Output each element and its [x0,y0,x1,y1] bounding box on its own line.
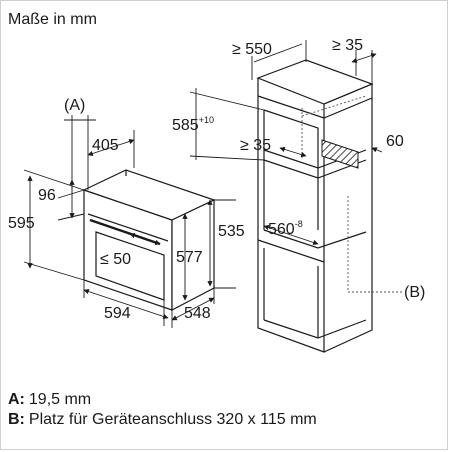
label-width-594: 594 [104,305,131,322]
label-depth-548: 548 [184,305,211,322]
cabinet-drawing [256,59,374,353]
legend-item-b: B:Platz für Geräteanschluss 320 x 115 mm [8,411,317,428]
page-title: Maße in mm [8,11,97,28]
label-vent-60: 60 [386,133,404,150]
label-connection-b: (B) [404,284,425,301]
label-niche-height-585: 585+10 [172,115,214,134]
label-depth-405: 405 [92,137,119,154]
label-height-535: 535 [218,223,245,240]
cabinet-dimension-lines [189,40,383,246]
connection-area [301,95,402,293]
legend-item-a: A:19,5 mm [8,391,91,408]
label-height-577: 577 [176,249,203,266]
oven-dimension-lines [23,115,236,328]
label-depth-550: ≥ 550 [232,41,272,58]
label-recess-a: (A) [64,97,85,114]
label-rear-gap-35: ≥ 35 [332,37,363,54]
label-vent-35: ≥ 35 [240,137,271,154]
vent-opening [321,139,359,169]
label-gap-96: 96 [38,187,56,204]
label-height-595: 595 [8,215,35,232]
label-handle-50: ≤ 50 [100,251,131,268]
label-niche-width-560: 560-8 [268,219,303,238]
legend: A:19,5 mm B:Platz für Geräteanschluss 32… [8,391,317,428]
